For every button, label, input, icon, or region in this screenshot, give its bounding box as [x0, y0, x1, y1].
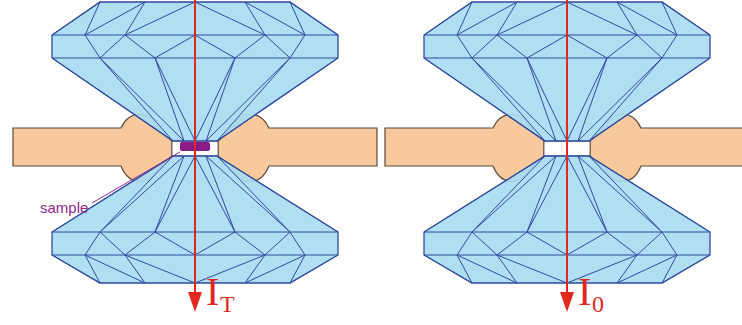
intensity-subscript: 0	[592, 292, 604, 316]
sample-label: sample	[40, 200, 88, 215]
intensity-symbol: I	[578, 272, 591, 312]
cell-empty	[385, 0, 742, 312]
cell-with-sample	[13, 0, 377, 312]
leader-line	[92, 152, 180, 203]
intensity-subscript: T	[220, 292, 235, 316]
intensity-symbol: I	[206, 272, 219, 312]
